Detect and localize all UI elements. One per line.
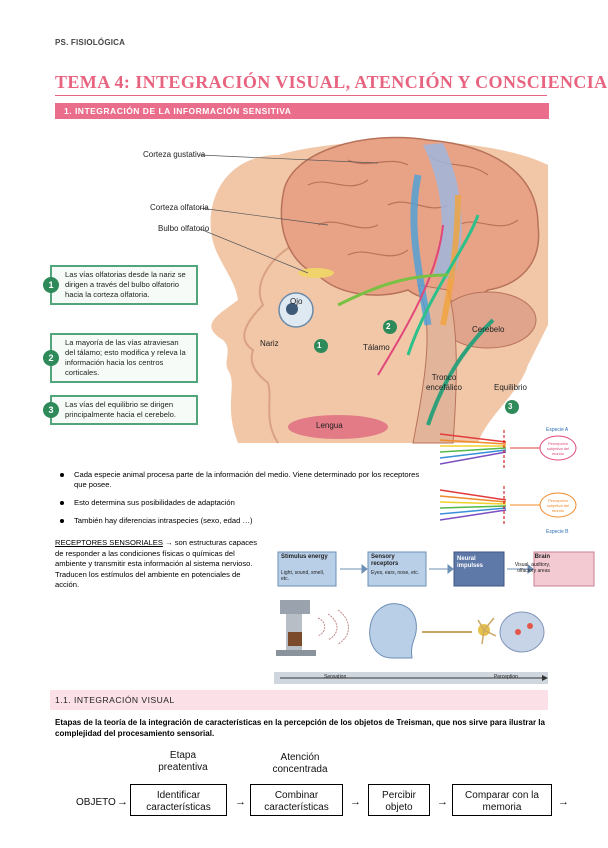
olfactory-bulb-shape <box>298 268 334 278</box>
note-2-number: 2 <box>43 350 59 366</box>
tongue-shape <box>288 415 388 439</box>
species-perception-figure: Especie A Percepción subjetiva del mundo… <box>439 427 578 540</box>
perception-text-b: Percepción subjetiva del mundo <box>546 498 570 513</box>
bullet-list: Cada especie animal procesa parte de la … <box>58 470 428 534</box>
flow-arrow: → <box>558 796 569 808</box>
sensation-label: Sensation <box>324 674 347 680</box>
note-3: 3 Las vías del equilibrio se dirigen pri… <box>43 395 198 425</box>
label-nariz: Nariz <box>260 339 279 348</box>
atencion-concentrada-label: Atención concentrada <box>272 752 328 775</box>
flow-arrow: → <box>437 796 448 808</box>
label-cerebelo: Cerebelo <box>472 325 505 334</box>
step-box-brain <box>533 551 595 587</box>
step-stimulus-detail: Light, sound, smell, etc. <box>281 570 325 582</box>
sensory-cortex-band <box>423 143 462 280</box>
label-bulbo-olfatorio: Bulbo olfatorio <box>158 224 210 233</box>
step-receptors-detail: Eyes, ears, nose, etc. <box>371 570 420 576</box>
perception-box-b <box>539 492 577 518</box>
receptores-arrow: → <box>162 538 175 547</box>
step-stimulus-title: Stimulus energy <box>281 554 328 560</box>
species-a-label: Especie A <box>546 427 569 433</box>
badge-2 <box>383 320 397 334</box>
neuron-shape <box>422 617 497 645</box>
stage-box-identificar: Identificar características <box>130 784 227 816</box>
receptores-paragraph: RECEPTORES SENSORIALES → son estructuras… <box>55 538 265 591</box>
label-equilibrio: Equilibrio <box>494 383 527 392</box>
step-impulses-title: Neural impulses <box>457 556 484 569</box>
head-brain-drawing <box>199 136 548 444</box>
note-1-number: 1 <box>43 277 59 293</box>
receptores-term: RECEPTORES SENSORIALES <box>55 538 163 547</box>
flow-arrow: → <box>117 796 128 808</box>
step-brain-title: Brain <box>534 554 550 560</box>
head-profile-shape <box>369 603 417 659</box>
bullet-item: También hay diferencias intraspecies (se… <box>58 516 428 526</box>
label-corteza-gustativa: Corteza gustativa <box>143 150 206 159</box>
etapa-preatentiva-label: Etapa preatentiva <box>158 750 208 773</box>
sensory-anatomy-illustration: 1 2 3 Corteza gustativa Corteza olfatori… <box>48 125 550 444</box>
step-box-receptors <box>367 551 427 587</box>
species-b-label: Especie B <box>546 529 569 535</box>
document-header: PS. FISIOLÓGICA <box>55 38 126 47</box>
label-corteza-olfatoria: Corteza olfatoria <box>150 203 209 212</box>
step-box-impulses <box>453 551 505 587</box>
bullet-item: Cada especie animal procesa parte de la … <box>58 470 428 490</box>
coffee-machine-shape <box>276 600 316 656</box>
face-outline <box>243 244 294 444</box>
label-ojo: Ojo <box>290 297 303 306</box>
brain-shape <box>499 611 545 653</box>
note-2-text: La mayoría de las vías atraviesan del tá… <box>65 338 186 377</box>
stage-box-comparar: Comparar con la memoria <box>452 784 552 816</box>
page-title: TEMA 4: INTEGRACIÓN VISUAL, ATENCIÓN Y C… <box>55 72 608 92</box>
note-1: 1 Las vías olfatorias desde la nariz se … <box>43 265 198 305</box>
badge-1-number: 1 <box>317 341 322 350</box>
flow-arrow: → <box>350 796 361 808</box>
badge-3 <box>505 400 519 414</box>
label-tronco-encefalico: Tronco encefálico <box>425 373 463 392</box>
sensation-perception-figure: Stimulus energy Light, sound, smell, etc… <box>272 548 595 690</box>
perception-box-a <box>539 435 577 461</box>
label-lengua: Lengua <box>316 421 343 430</box>
section-1-heading: 1. INTEGRACIÓN DE LA INFORMACIÓN SENSITI… <box>55 103 549 119</box>
bullet-item: Esto determina sus posibilidades de adap… <box>58 498 428 508</box>
receptores-definition: son estructuras capaces de responder a l… <box>55 538 258 589</box>
title-underline <box>55 95 547 96</box>
label-talamo: Tálamo <box>363 343 390 352</box>
perception-label: Perception <box>494 674 518 680</box>
badge-1 <box>314 339 328 353</box>
note-3-text: Las vías del equilibrio se dirigen princ… <box>65 400 177 419</box>
objeto-label: OBJETO <box>76 797 116 808</box>
stage-box-percibir: Percibir objeto <box>368 784 430 816</box>
note-2: 2 La mayoría de las vías atraviesan del … <box>43 333 198 383</box>
spectrum-lines-a <box>439 430 540 468</box>
spectrum-lines-b <box>439 486 540 526</box>
stage-box-combinar: Combinar características <box>250 784 343 816</box>
badge-3-number: 3 <box>508 402 513 411</box>
step-box-stimulus <box>277 551 337 587</box>
note-1-text: Las vías olfatorias desde la nariz se di… <box>65 270 186 299</box>
treisman-intro: Etapas de la teoría de la integración de… <box>55 718 545 738</box>
step-brain-detail: Visual, auditory, olfactory areas <box>514 562 550 574</box>
badge-2-number: 2 <box>386 322 391 331</box>
perception-text-a: Percepción subjetiva del mundo <box>546 441 570 456</box>
step-receptors-title: Sensory receptors <box>371 554 399 567</box>
flow-arrow: → <box>235 796 246 808</box>
section-1-1-heading: 1.1. INTEGRACIÓN VISUAL <box>50 690 548 710</box>
note-3-number: 3 <box>43 402 59 418</box>
